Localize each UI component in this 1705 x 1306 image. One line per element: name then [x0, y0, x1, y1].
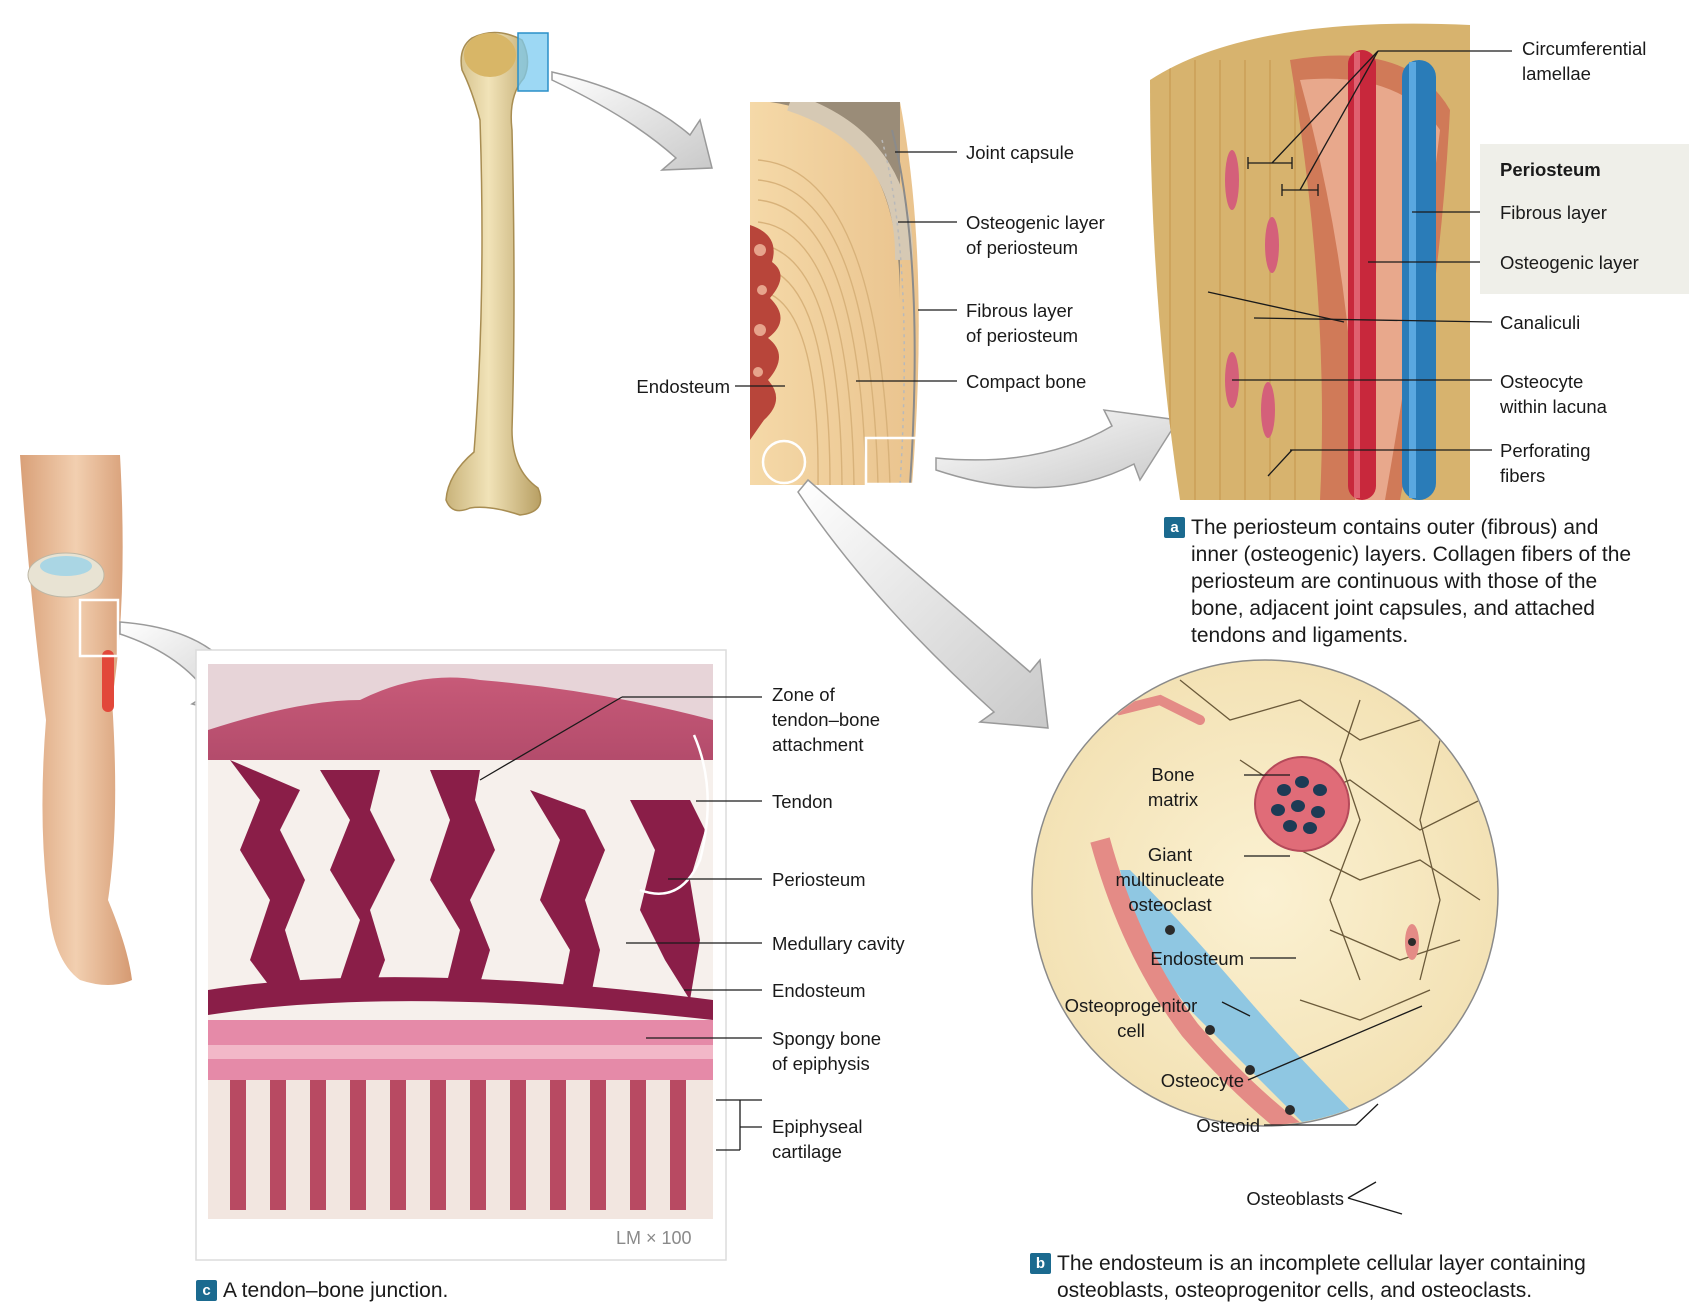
label-osteoblasts: Osteoblasts: [1200, 1186, 1344, 1211]
panel-a-illustration: [1150, 20, 1480, 500]
magnification-label: LM × 100: [616, 1226, 692, 1251]
badge-c: c: [196, 1280, 217, 1301]
badge-b: b: [1030, 1253, 1051, 1274]
label-medullary-cavity: Medullary cavity: [772, 931, 905, 956]
bone-section-detail: [750, 100, 940, 490]
label-osteocyte-b: Osteocyte: [1100, 1068, 1244, 1093]
label-periosteum-c: Periosteum: [772, 867, 866, 892]
badge-a: a: [1164, 517, 1185, 538]
label-endosteum-c: Endosteum: [772, 978, 866, 1003]
leg-illustration: [20, 455, 132, 985]
label-tendon: Tendon: [772, 789, 833, 814]
label-compact-bone: Compact bone: [966, 369, 1086, 394]
label-endosteum-b: Endosteum: [1100, 946, 1244, 971]
label-osteoid: Osteoid: [1120, 1113, 1260, 1138]
label-endosteum-detail: Endosteum: [600, 374, 730, 399]
histology-micrograph: [196, 650, 726, 1260]
label-fibrous-layer: Fibrous layer: [1500, 200, 1607, 225]
arrow-humerus-to-detail: [552, 72, 712, 170]
arrow-detail-to-panel-a: [936, 410, 1178, 488]
humerus-illustration: [446, 32, 548, 515]
label-joint-capsule: Joint capsule: [966, 140, 1074, 165]
legend-title-periosteum: Periosteum: [1500, 157, 1601, 182]
label-osteogenic-layer: Osteogenic layer: [1500, 250, 1639, 275]
label-canaliculi: Canaliculi: [1500, 310, 1580, 335]
